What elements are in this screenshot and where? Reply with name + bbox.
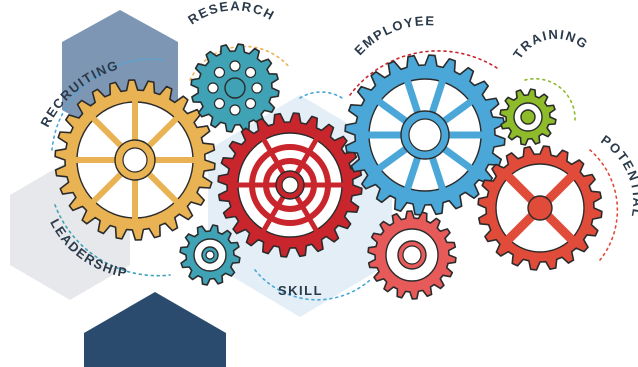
gear-potential-coral-spoke bbox=[504, 172, 537, 205]
gear-research-teal-hub bbox=[224, 77, 246, 99]
gear-skill-red-spoke bbox=[261, 194, 286, 233]
label-training-text: TRAINING bbox=[510, 27, 590, 62]
gear-skill-red-spoke bbox=[294, 137, 319, 176]
gear-potential-coral bbox=[477, 145, 603, 271]
gear-research-teal-hole bbox=[207, 82, 219, 94]
label-training: TRAINING bbox=[510, 27, 591, 62]
gear-small-teal bbox=[179, 224, 241, 286]
gear-employee-blue-spoke bbox=[376, 145, 410, 172]
gear-research-teal-hole bbox=[213, 66, 226, 79]
gear-research-teal-hole bbox=[244, 66, 257, 79]
gear-training-green-hub bbox=[520, 109, 536, 125]
gear-recruiting-yellow-spoke bbox=[146, 171, 180, 205]
gear-recruiting-yellow-spoke bbox=[90, 115, 124, 149]
label-research-text: RESEARCH bbox=[185, 0, 276, 27]
gear-small-teal-axle bbox=[205, 250, 215, 260]
gear-pink-small-axle bbox=[402, 245, 422, 265]
gear-research-teal-hole bbox=[244, 97, 257, 110]
label-employee: EMPLOYEE bbox=[351, 13, 436, 58]
gear-research-teal-hole bbox=[229, 60, 241, 72]
label-potential: POTENTIAL bbox=[598, 132, 638, 220]
gear-research-teal bbox=[190, 43, 280, 133]
gear-employee-blue-axle bbox=[408, 118, 442, 152]
gear-employee-blue bbox=[344, 54, 506, 216]
gear-skill-red-ring bbox=[249, 144, 331, 226]
gear-skill-red-spoke bbox=[294, 194, 319, 233]
gear-employee-blue-spoke bbox=[428, 154, 446, 192]
gear-potential-coral-hub bbox=[527, 195, 553, 221]
gear-recruiting-yellow-spoke bbox=[90, 171, 124, 205]
gear-recruiting-yellow bbox=[54, 79, 216, 241]
label-research: RESEARCH bbox=[185, 0, 277, 27]
gear-employee-blue-spoke bbox=[404, 78, 422, 116]
gear-employee-blue-spoke bbox=[428, 78, 446, 116]
gear-skill-red-ring bbox=[263, 158, 317, 212]
gear-employee-blue-spoke bbox=[440, 145, 474, 172]
gear-potential-coral-spoke bbox=[504, 211, 537, 244]
gear-research-teal-hole bbox=[251, 82, 263, 94]
gear-employee-blue-spoke bbox=[404, 154, 422, 192]
gear-pink-small bbox=[367, 210, 457, 300]
label-skill: SKILL bbox=[278, 283, 323, 298]
gear-research-teal-hole bbox=[213, 97, 226, 110]
hexagon-navy-background bbox=[84, 292, 226, 367]
gear-potential-coral-spoke bbox=[543, 211, 576, 244]
label-potential-text: POTENTIAL bbox=[598, 132, 638, 220]
gears-group bbox=[54, 43, 603, 300]
gear-potential-coral-spoke bbox=[543, 172, 576, 205]
gear-recruiting-yellow-axle bbox=[122, 147, 148, 173]
gear-skill-red-spoke bbox=[261, 137, 286, 176]
gear-employee-blue-spoke bbox=[440, 98, 474, 125]
label-employee-text: EMPLOYEE bbox=[351, 13, 434, 58]
gear-skill-red-axle bbox=[281, 176, 299, 194]
gear-employee-blue-spoke bbox=[376, 98, 410, 125]
gear-recruiting-yellow-spoke bbox=[146, 115, 180, 149]
gear-research-teal-hole bbox=[229, 104, 241, 116]
gear-skill-red bbox=[217, 112, 363, 258]
gear-training-green bbox=[499, 88, 557, 146]
